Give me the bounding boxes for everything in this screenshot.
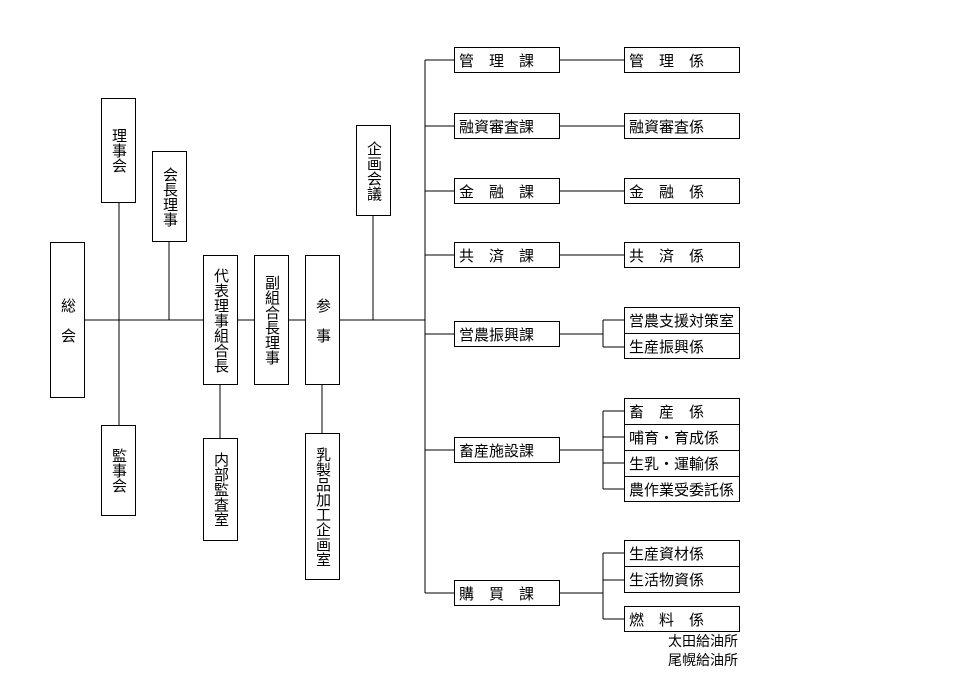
section-yushi-label: 融資審査係	[629, 117, 705, 136]
section-shizai-label: 生産資材係	[629, 545, 705, 563]
division-yushi-label: 融資審査課	[459, 117, 535, 136]
section-nenryou-label: 燃 料 係	[629, 610, 705, 629]
section-hoiku: 哺育・育成係	[624, 424, 740, 451]
section-seikatsu-label: 生活物資係	[629, 571, 705, 589]
internal-audit-label: 内部監査室	[212, 452, 230, 527]
division-kinyu-label: 金 融 課	[459, 182, 535, 201]
section-nousagyou-label: 農作業受委託係	[629, 480, 735, 499]
general-meeting-box: 総 会	[50, 242, 85, 398]
planning-meeting-box: 企画会議	[356, 125, 391, 216]
section-seisan-shinkou-label: 生産振興係	[629, 337, 705, 356]
section-kyousai: 共 済 係	[624, 242, 740, 268]
counselor-box: 参 事	[305, 255, 340, 385]
section-kanri: 管 理 係	[624, 47, 740, 73]
counselor-label: 参 事	[314, 297, 332, 343]
division-kobai: 購 買 課	[454, 580, 560, 606]
division-kobai-label: 購 買 課	[459, 584, 535, 603]
section-nousagyou: 農作業受委託係	[624, 476, 740, 502]
section-seisan-shinkou: 生産振興係	[624, 333, 740, 359]
division-einou: 営農振興課	[454, 321, 560, 347]
vice-president-box: 副組合長理事	[254, 255, 289, 385]
section-kinyu: 金 融 係	[624, 178, 740, 204]
chairman-box: 会長理事	[152, 151, 187, 242]
section-kinyu-label: 金 融 係	[629, 182, 705, 201]
section-einou-shien: 営農支援対策室	[624, 307, 740, 334]
gas-station-notes: 太田給油所 尾幌給油所	[640, 633, 738, 671]
section-kyousai-label: 共 済 係	[629, 246, 705, 265]
section-hoiku-label: 哺育・育成係	[629, 429, 720, 447]
representative-director-label: 代表理事組合長	[212, 267, 230, 373]
board-of-auditors-label: 監事会	[110, 448, 128, 493]
division-kinyu: 金 融 課	[454, 178, 560, 204]
section-shizai: 生産資材係	[624, 540, 740, 567]
dairy-products-office-label: 乳製品加工企画室	[314, 446, 332, 567]
section-kanri-label: 管 理 係	[629, 51, 705, 70]
division-kanri-label: 管 理 課	[459, 51, 535, 70]
gas-station-ota: 太田給油所	[668, 634, 738, 650]
board-of-auditors-box: 監事会	[101, 425, 136, 516]
chairman-label: 会長理事	[161, 166, 179, 227]
section-yushi: 融資審査係	[624, 113, 740, 139]
representative-director-box: 代表理事組合長	[203, 255, 238, 385]
section-chikusan-label: 畜 産 係	[629, 403, 705, 421]
division-chikusan-label: 畜産施設課	[459, 441, 535, 460]
section-seikatsu: 生活物資係	[624, 566, 740, 593]
dairy-products-office-box: 乳製品加工企画室	[305, 433, 340, 580]
section-nenryou: 燃 料 係	[624, 606, 740, 632]
division-kyousai: 共 済 課	[454, 242, 560, 268]
board-of-directors-box: 理事会	[101, 98, 136, 203]
planning-meeting-label: 企画会議	[365, 140, 383, 201]
division-kyousai-label: 共 済 課	[459, 246, 535, 265]
division-yushi: 融資審査課	[454, 113, 560, 139]
division-einou-label: 営農振興課	[459, 325, 535, 344]
internal-audit-box: 内部監査室	[203, 438, 238, 541]
section-einou-shien-label: 営農支援対策室	[629, 312, 735, 330]
vice-president-label: 副組合長理事	[263, 275, 281, 365]
section-gyunyu: 生乳・運輸係	[624, 450, 740, 477]
general-meeting-label: 総 会	[59, 297, 77, 343]
board-of-directors-label: 理事会	[110, 128, 128, 173]
gas-station-oboro: 尾幌給油所	[668, 653, 738, 669]
section-gyunyu-label: 生乳・運輸係	[629, 455, 720, 473]
section-chikusan: 畜 産 係	[624, 398, 740, 425]
division-kanri: 管 理 課	[454, 47, 560, 73]
division-chikusan: 畜産施設課	[454, 437, 560, 463]
